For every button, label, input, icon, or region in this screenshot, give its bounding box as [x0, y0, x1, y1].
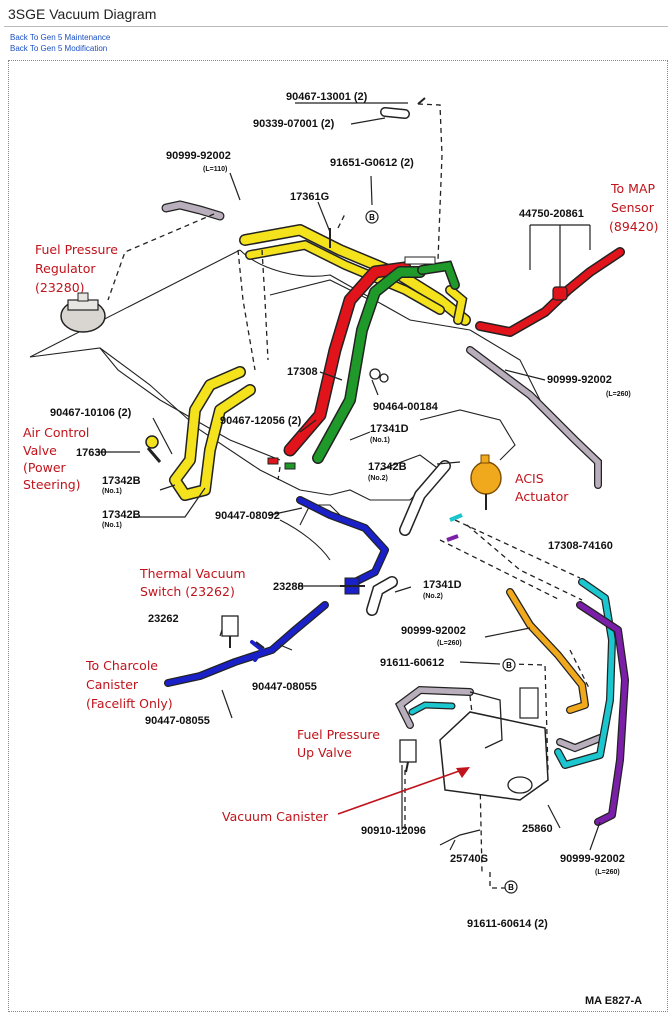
air-control-valve-annotation: Air Control — [23, 425, 89, 440]
part-label: (L=110) — [203, 166, 227, 173]
part-label: (No.2) — [423, 593, 443, 600]
part-label: (No.1) — [102, 488, 122, 495]
part-label: (No.2) — [368, 475, 388, 482]
annotations: To MAP Sensor (89420) Fuel Pressure Regu… — [23, 181, 659, 824]
map-sensor-annotation: (89420) — [609, 219, 659, 234]
part-label: (L=260) — [595, 869, 620, 876]
charcoal-canister-annotation: To Charcole — [85, 658, 158, 673]
part-label: 91611-60612 — [380, 657, 444, 669]
plain-hoses — [366, 107, 451, 616]
vacuum-canister-annotation: Vacuum Canister — [222, 809, 329, 824]
part-label: (No.1) — [102, 522, 122, 529]
part-label: 90339-07001 (2) — [253, 118, 335, 130]
part-label: 90999-92002 — [547, 374, 612, 386]
svg-text:B: B — [508, 883, 514, 892]
part-label: 17342B — [102, 509, 141, 521]
fuel-pressure-up-valve-annotation: Up Valve — [297, 745, 352, 760]
part-labels: 90467-13001 (2) 90339-07001 (2) 90999-92… — [50, 91, 642, 1007]
part-label: 17308 — [287, 366, 318, 378]
thermal-vacuum-switch-annotation: Switch (23262) — [140, 584, 235, 599]
part-label: 17341D — [423, 579, 462, 591]
solid-leaders — [96, 102, 601, 851]
fuel-pressure-regulator — [60, 292, 106, 333]
part-label: 25860 — [522, 823, 553, 835]
engine-outline — [29, 249, 541, 561]
part-label: 90467-12056 (2) — [220, 415, 302, 427]
part-label: 44750-20861 — [519, 208, 584, 220]
part-label: 17342B — [368, 461, 407, 473]
map-sensor-annotation: To MAP — [610, 181, 655, 196]
drawing-number: MA E827-A — [585, 995, 642, 1007]
air-control-valve-annotation: Valve — [23, 443, 57, 458]
diagram-frame — [8, 60, 668, 1012]
air-control-valve-annotation: Steering) — [23, 477, 81, 492]
part-label: 23288 — [273, 581, 304, 593]
part-label: 91611-60614 (2) — [467, 918, 548, 930]
part-label: (L=260) — [606, 391, 631, 398]
fuel-pressure-regulator-annotation: (23280) — [35, 280, 85, 295]
purple-hose — [576, 601, 629, 826]
charcoal-canister-annotation: (Facelift Only) — [86, 696, 173, 711]
svg-text:B: B — [369, 213, 375, 222]
part-label: 90447-08055 — [252, 681, 317, 693]
vsv-23262 — [221, 615, 239, 648]
part-label: 90464-00184 — [373, 401, 439, 413]
back-to-modification-link[interactable]: Back To Gen 5 Modification — [10, 44, 108, 53]
air-control-valve-annotation: (Power — [23, 460, 67, 475]
fuel-pressure-up-valve — [399, 739, 417, 773]
part-label: 17630 — [76, 447, 107, 459]
part-label: 17342B — [102, 475, 141, 487]
part-label: 90999-92002 — [166, 150, 231, 162]
part-label: 90447-08092 — [215, 510, 280, 522]
acis-actuator-annotation: ACIS — [515, 471, 544, 486]
acis-actuator — [470, 454, 502, 510]
part-label: 17308-74160 — [548, 540, 613, 552]
title-divider — [4, 26, 668, 27]
thermal-vacuum-switch — [340, 577, 365, 595]
map-vsv — [552, 286, 568, 301]
fuel-pressure-regulator-annotation: Regulator — [35, 261, 96, 276]
vacuum-canister-arrow — [337, 767, 470, 815]
bolt-symbols: B B B — [365, 210, 518, 894]
part-label: (No.1) — [370, 437, 390, 444]
acis-actuator-annotation: Actuator — [515, 489, 569, 504]
page-title: 3SGE Vacuum Diagram — [8, 6, 157, 22]
part-label: 17341D — [370, 423, 409, 435]
part-label: 91651-G0612 (2) — [330, 157, 414, 169]
thermal-vacuum-switch-annotation: Thermal Vacuum — [139, 566, 246, 581]
blue-hoses — [164, 496, 389, 687]
part-label: 90467-10106 (2) — [50, 407, 132, 419]
part-label: (L=260) — [437, 640, 462, 647]
part-label: 25740S — [450, 853, 488, 865]
part-label: 17361G — [290, 191, 329, 203]
check-valve — [255, 97, 463, 649]
part-label: 90999-92002 — [560, 853, 625, 865]
part-label: 90467-13001 (2) — [286, 91, 368, 103]
gray-hoses — [161, 200, 604, 753]
map-sensor-annotation: Sensor — [611, 200, 655, 215]
svg-text:B: B — [506, 661, 512, 670]
cyan-hoses — [408, 578, 616, 769]
green-hose — [312, 260, 460, 464]
fuel-pressure-up-valve-annotation: Fuel Pressure — [297, 727, 380, 742]
part-label: 90999-92002 — [401, 625, 466, 637]
vacuum-canister — [439, 687, 549, 801]
orange-hose — [506, 588, 589, 714]
part-label: 90910-12096 — [361, 825, 426, 837]
back-to-maintenance-link[interactable]: Back To Gen 5 Maintenance — [10, 33, 111, 42]
fuel-pressure-regulator-annotation: Fuel Pressure — [35, 242, 118, 257]
yellow-hoses — [169, 224, 471, 501]
part-label: 23262 — [148, 613, 179, 625]
charcoal-canister-annotation: Canister — [86, 677, 139, 692]
air-control-valve — [145, 435, 162, 463]
part-label: 90447-08055 — [145, 715, 210, 727]
